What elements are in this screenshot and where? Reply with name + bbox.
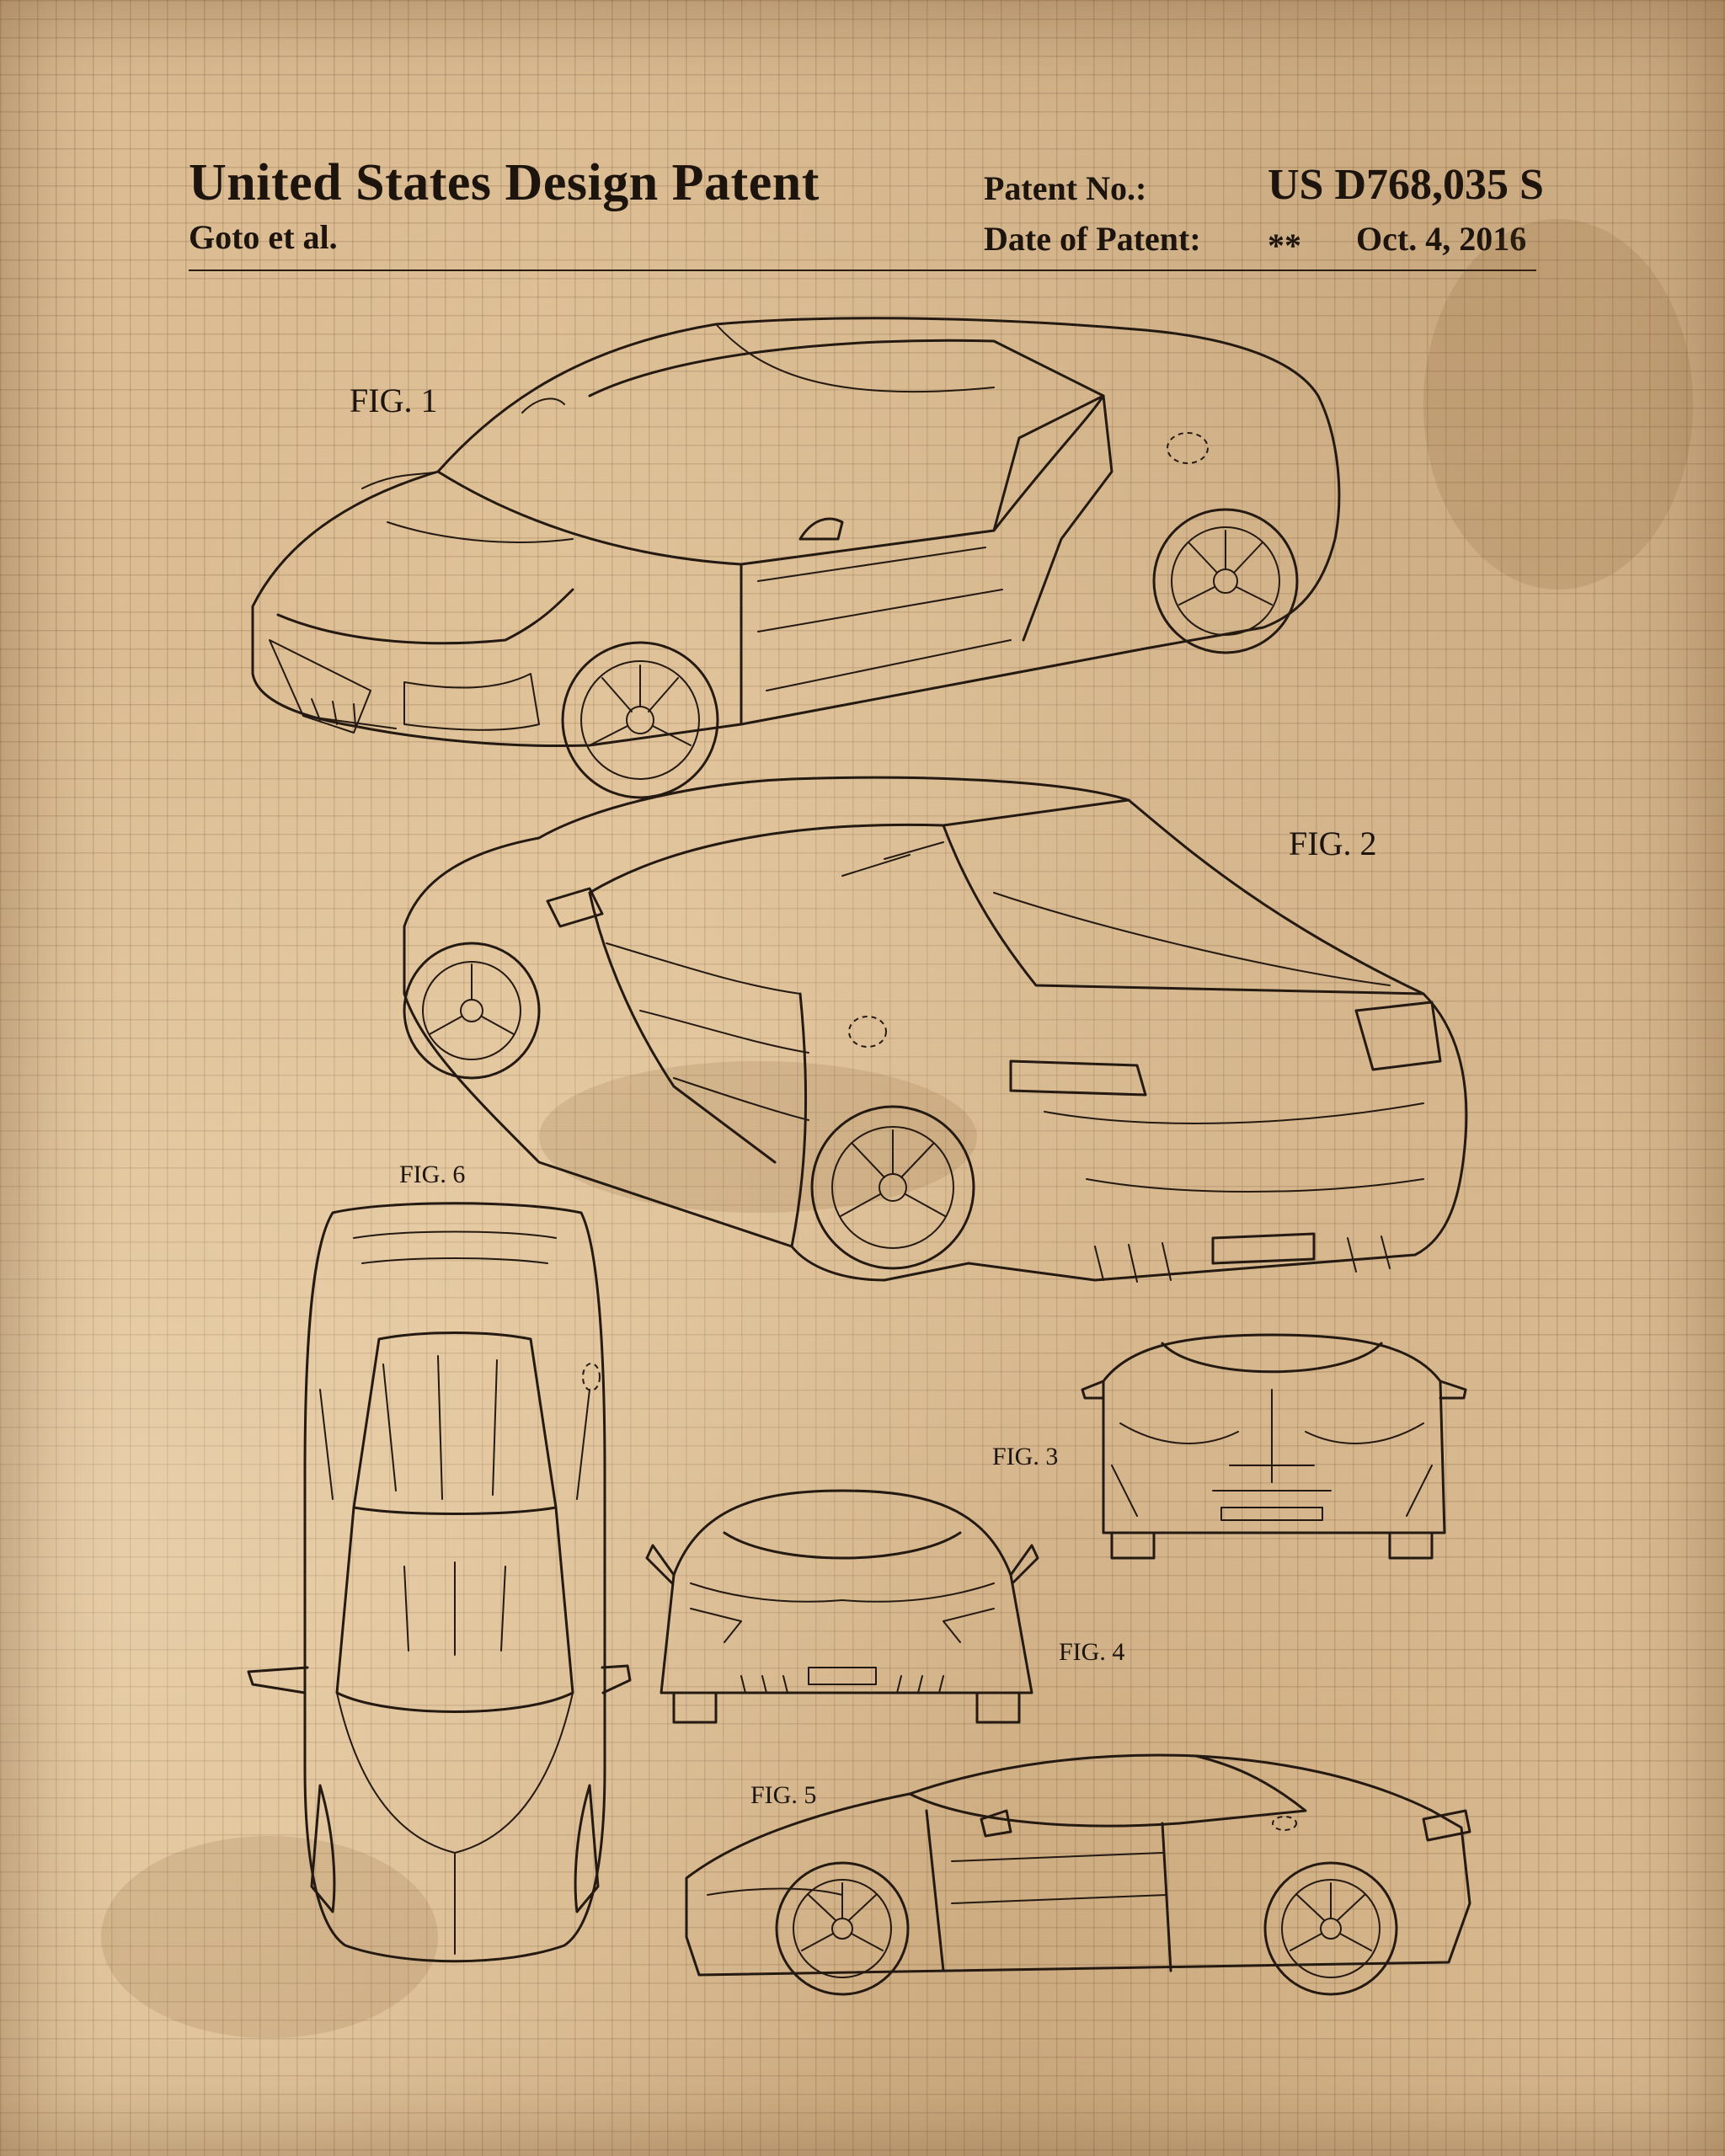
patent-number-label: Patent No.:	[984, 169, 1147, 207]
fig6-label: FIG. 6	[399, 1161, 466, 1188]
fig5-label: FIG. 5	[750, 1781, 817, 1809]
fig6-car-drawing	[247, 1202, 632, 1963]
inventor-name: Goto et al.	[189, 218, 338, 256]
patent-date-marker: **	[1268, 227, 1301, 264]
patent-date: Oct. 4, 2016	[1356, 220, 1527, 258]
fig3-car-drawing	[1081, 1333, 1467, 1560]
fig4-label: FIG. 4	[1059, 1638, 1125, 1666]
patent-title: United States Design Patent	[189, 154, 820, 211]
fig3-label: FIG. 3	[992, 1443, 1059, 1470]
patent-date-label: Date of Patent:	[984, 220, 1201, 258]
fig1-label: FIG. 1	[350, 382, 438, 419]
fig2-car-drawing	[403, 776, 1468, 1283]
header-rule	[189, 270, 1536, 271]
fig1-car-drawing	[251, 317, 1341, 799]
fig2-label: FIG. 2	[1289, 825, 1377, 862]
fig5-car-drawing	[685, 1753, 1471, 1996]
fig4-car-drawing	[645, 1489, 1039, 1724]
patent-number: US D768,035 S	[1268, 161, 1544, 209]
